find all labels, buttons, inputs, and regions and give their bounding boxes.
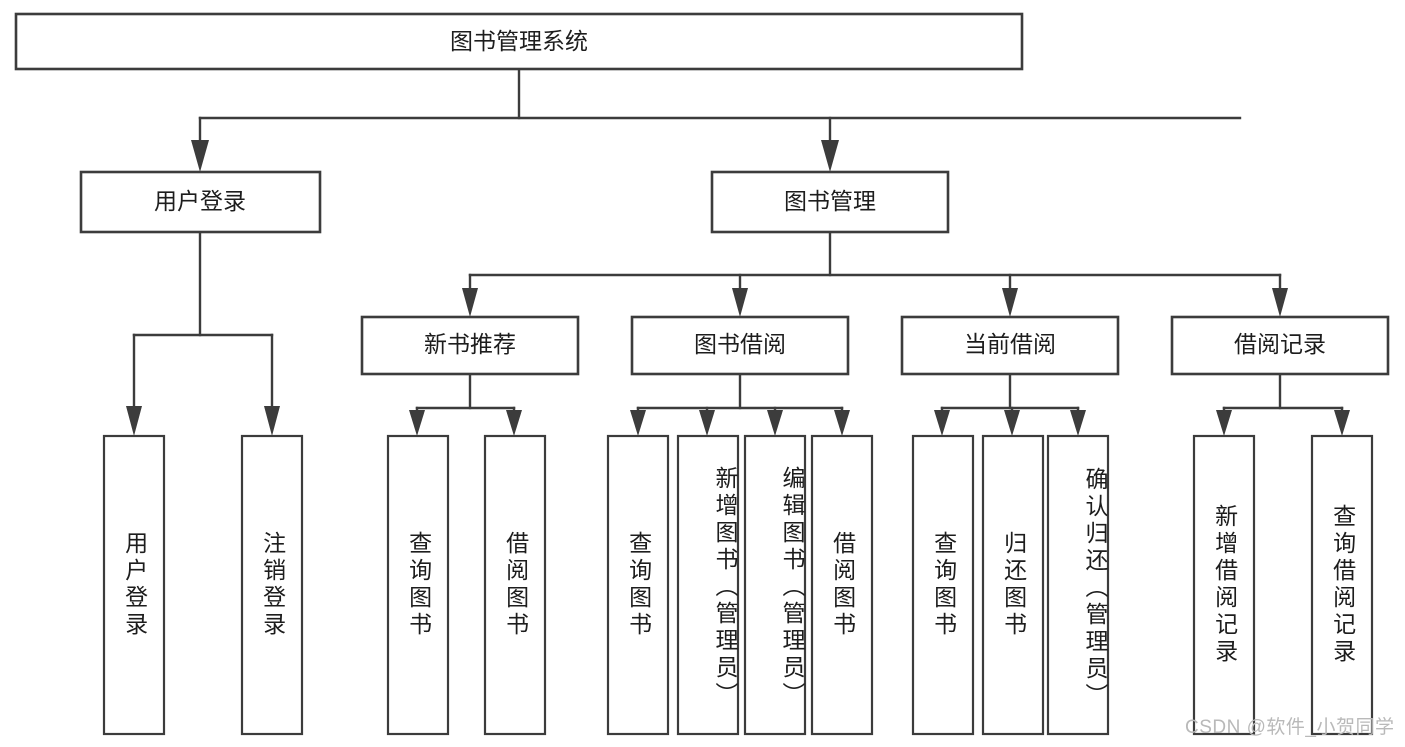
connector-newbook-to-leaves bbox=[409, 372, 522, 436]
node-borrow-record-label: 借阅记录 bbox=[1234, 331, 1326, 357]
node-book-borrow-label: 图书借阅 bbox=[694, 331, 786, 357]
node-new-book-recommend-label: 新书推荐 bbox=[424, 331, 516, 357]
leaf-box-user-login[interactable] bbox=[102, 434, 166, 736]
arrow-to-book-manage bbox=[821, 140, 839, 172]
connector-borrowrecord-to-leaves bbox=[1216, 372, 1350, 436]
leaf-box-borrow-book-1[interactable] bbox=[483, 434, 547, 736]
node-new-book-recommend[interactable]: 新书推荐 bbox=[360, 315, 580, 376]
leaf-box-edit-book[interactable] bbox=[743, 434, 807, 736]
leaf-box-query-book-3[interactable] bbox=[911, 434, 975, 736]
node-root-label: 图书管理系统 bbox=[450, 28, 588, 54]
leaf-box-add-book[interactable] bbox=[676, 434, 740, 736]
node-book-manage[interactable]: 图书管理 bbox=[710, 170, 950, 234]
connector-bookborrow-to-leaves bbox=[630, 372, 850, 436]
node-user-login[interactable]: 用户登录 bbox=[79, 170, 322, 234]
leaf-box-add-record[interactable] bbox=[1192, 434, 1256, 736]
node-root[interactable]: 图书管理系统 bbox=[14, 12, 1024, 71]
leaf-box-confirm-return[interactable] bbox=[1046, 434, 1110, 736]
leaf-box-borrow-book-2[interactable] bbox=[810, 434, 874, 736]
connector-userlogin-to-leaves bbox=[126, 230, 280, 436]
connector-bookmanage-to-level3 bbox=[462, 230, 1288, 317]
node-user-login-label: 用户登录 bbox=[154, 188, 246, 214]
leaf-box-query-book-1[interactable] bbox=[386, 434, 450, 736]
leaf-box-query-record[interactable] bbox=[1310, 434, 1374, 736]
node-current-borrow-label: 当前借阅 bbox=[964, 331, 1056, 357]
leaf-box-query-book-2[interactable] bbox=[606, 434, 670, 736]
node-borrow-record[interactable]: 借阅记录 bbox=[1170, 315, 1390, 376]
arrow-to-user-login bbox=[191, 140, 209, 172]
node-book-borrow[interactable]: 图书借阅 bbox=[630, 315, 850, 376]
node-book-manage-label: 图书管理 bbox=[784, 188, 876, 214]
node-current-borrow[interactable]: 当前借阅 bbox=[900, 315, 1120, 376]
leaf-box-logout[interactable] bbox=[240, 434, 304, 736]
connector-currentborrow-to-leaves bbox=[934, 372, 1086, 436]
csdn-watermark: CSDN @软件_小贺同学 bbox=[1185, 717, 1395, 738]
connector-root-to-level2 bbox=[191, 67, 1242, 172]
leaf-box-return-book[interactable] bbox=[981, 434, 1045, 736]
